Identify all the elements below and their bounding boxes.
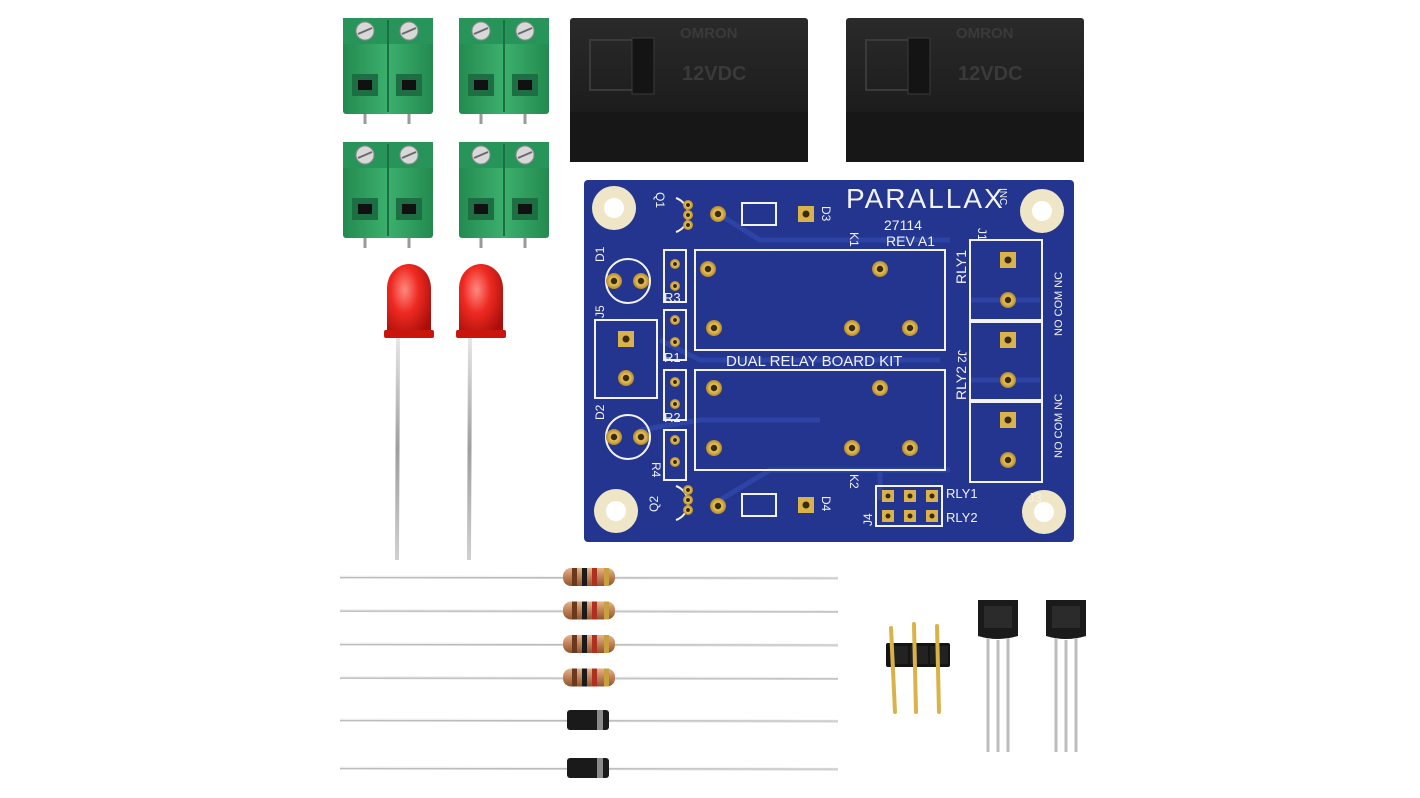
terminal-block-4 <box>459 142 549 248</box>
resistor-3 <box>339 635 839 653</box>
label-r4: R4 <box>649 462 663 478</box>
label-terminal-2: NO COM NC <box>1053 394 1065 458</box>
led-1 <box>384 264 434 561</box>
label-q1: Q1 <box>653 192 667 208</box>
relay-1-model: 12VDC <box>682 63 746 85</box>
leds <box>384 264 506 561</box>
board-part-number: 27114 <box>884 217 922 233</box>
label-j3: J3 <box>1028 490 1042 505</box>
label-rly2: RLY2 <box>953 366 969 400</box>
relay-2-brand: OMRON <box>956 25 1014 42</box>
relay-1-brand: OMRON <box>680 25 738 42</box>
label-r1: R1 <box>664 350 681 365</box>
mounting-holes <box>592 186 1066 534</box>
pcb-board: PARALLAX INC 27114 REV A1 DUAL RELAY BOA… <box>584 180 1074 542</box>
terminal-blocks <box>343 18 549 248</box>
pcb-pads <box>606 200 1016 522</box>
resistor-2 <box>339 601 839 620</box>
relay-2-model: 12VDC <box>958 63 1022 85</box>
label-k1: K1 <box>847 232 861 247</box>
label-rly2-header: RLY2 <box>946 510 978 525</box>
label-d4: D4 <box>819 496 833 512</box>
label-d2: D2 <box>593 404 607 420</box>
pin-header <box>886 622 950 714</box>
board-maker-inc: INC <box>997 188 1008 205</box>
diode-5 <box>339 710 839 730</box>
label-j4: J4 <box>861 513 875 526</box>
label-j1: J1 <box>975 228 989 241</box>
resistor-4 <box>339 668 839 687</box>
resistors-and-diodes <box>339 568 839 778</box>
label-j2: J2 <box>955 350 969 363</box>
label-terminal-1: NO COM NC <box>1053 272 1065 336</box>
label-d3: D3 <box>819 206 833 222</box>
diode-6 <box>339 758 839 778</box>
label-rly1: RLY1 <box>953 250 969 284</box>
resistor-1 <box>339 568 839 586</box>
terminal-block-2 <box>459 18 549 124</box>
board-maker: PARALLAX <box>846 183 1005 214</box>
label-j5: J5 <box>593 305 607 318</box>
terminal-block-3 <box>343 142 433 248</box>
transistor-2 <box>1046 600 1086 752</box>
relay-1: OMRON 12VDC <box>570 18 808 162</box>
label-r2: R2 <box>664 410 681 425</box>
relay-2: OMRON 12VDC <box>846 18 1084 162</box>
label-k2: K2 <box>847 474 861 489</box>
terminal-block-1 <box>343 18 433 124</box>
label-d1: D1 <box>593 246 607 262</box>
board-revision: REV A1 <box>886 233 935 249</box>
label-q2: Q2 <box>647 496 661 512</box>
board-name: DUAL RELAY BOARD KIT <box>726 353 902 370</box>
label-r3: R3 <box>664 290 681 305</box>
led-2 <box>456 264 506 561</box>
transistor-1 <box>978 600 1018 752</box>
label-rly1-header: RLY1 <box>946 486 978 501</box>
